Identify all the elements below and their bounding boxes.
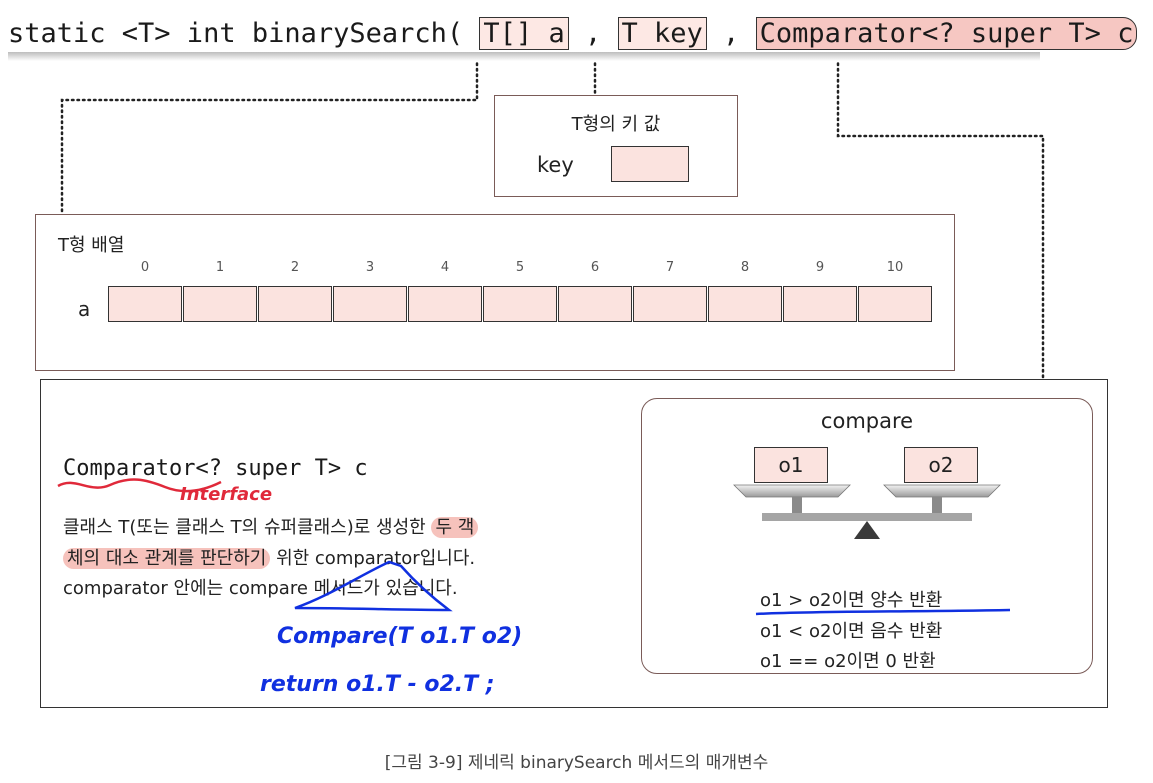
desc-line2-highlight: 체의 대소 관계를 판단하기 <box>63 548 271 569</box>
object-o1: o1 <box>754 447 828 483</box>
signature-sep2: , <box>723 18 740 49</box>
array-cell <box>258 286 332 322</box>
array-cell <box>633 286 707 322</box>
array-cell <box>858 286 932 322</box>
array-index-label: 2 <box>290 260 300 275</box>
array-cell <box>708 286 782 322</box>
array-index-label: 1 <box>215 260 225 275</box>
array-cell <box>483 286 557 322</box>
array-box: T형 배열 a 0 1 2 3 4 5 6 7 8 9 10 <box>35 214 955 371</box>
object-o2: o2 <box>904 447 978 483</box>
array-index-label: 0 <box>140 260 150 275</box>
compare-scale-box: compare o1 o2 o1 > o2이면 양수 반환 o1 < o2이면 … <box>641 398 1093 674</box>
comparator-desc-line2: 체의 대소 관계를 판단하기 위한 comparator입니다. <box>63 544 475 570</box>
key-cell <box>611 146 689 182</box>
comparator-desc-line3: comparator 안에는 compare 메서드가 있습니다. <box>63 578 458 599</box>
param-comparator: Comparator<? super T> c <box>755 17 1138 50</box>
blue-triangle-annotation <box>294 560 453 612</box>
array-index-label: 5 <box>515 260 525 275</box>
rule-positive: o1 > o2이면 양수 반환 <box>760 590 943 611</box>
array-index-label: 3 <box>365 260 375 275</box>
desc-line2-text: 위한 comparator입니다. <box>276 548 476 569</box>
signature-text: static <T> int binarySearch( T[] a , T k… <box>8 17 1153 50</box>
handwritten-compare-signature: Compare(T o1.T o2) <box>277 624 523 649</box>
rule-negative: o1 < o2이면 음수 반환 <box>760 621 943 642</box>
rule-zero: o1 == o2이면 0 반환 <box>760 651 936 672</box>
signature-sep1: , <box>584 18 602 49</box>
array-index-label: 9 <box>815 260 825 275</box>
array-cell <box>558 286 632 322</box>
blue-underline <box>755 608 1011 616</box>
method-signature: static <T> int binarySearch( T[] a , T k… <box>8 12 1138 58</box>
red-underline-squiggle <box>57 478 222 493</box>
param-key: T key <box>617 17 707 50</box>
array-box-title: T형 배열 <box>58 235 125 256</box>
param-array: T[] a <box>479 17 569 50</box>
handwritten-return-statement: return o1.T - o2.T ; <box>260 672 495 697</box>
comparator-panel: Comparator<? super T> c 클래스 T(또는 클래스 T의 … <box>40 379 1108 708</box>
signature-shadow <box>8 52 1040 61</box>
array-index-label: 4 <box>440 260 450 275</box>
array-index-label: 8 <box>740 260 750 275</box>
key-box: T형의 키 값 key <box>494 95 738 197</box>
desc-line1-highlight: 두 객 <box>431 517 479 538</box>
array-index-label: 6 <box>590 260 600 275</box>
handwritten-interface-note: Interface <box>180 484 273 505</box>
comparator-desc-line1: 클래스 T(또는 클래스 T의 슈퍼클래스)로 생성한 두 객 <box>63 513 479 539</box>
comparator-signature: Comparator<? super T> c <box>63 456 368 481</box>
balance-scale-icon <box>733 484 1001 539</box>
compare-title: compare <box>820 409 914 433</box>
connector-array <box>60 56 479 216</box>
array-index-label: 7 <box>665 260 675 275</box>
figure-caption: [그림 3-9] 제네릭 binarySearch 메서드의 매개변수 <box>384 753 769 773</box>
array-index-label: 10 <box>886 260 904 275</box>
array-cell <box>783 286 857 322</box>
key-label: key <box>537 153 574 177</box>
array-cell <box>408 286 482 322</box>
array-cell <box>333 286 407 322</box>
array-cell <box>183 286 257 322</box>
key-box-title: T형의 키 값 <box>571 114 661 135</box>
array-var-label: a <box>78 297 91 321</box>
signature-prefix: static <T> int binarySearch( <box>8 18 464 49</box>
connector-comparator <box>836 56 1045 381</box>
desc-line1-text: 클래스 T(또는 클래스 T의 슈퍼클래스)로 생성한 <box>63 517 426 538</box>
array-cell <box>108 286 182 322</box>
